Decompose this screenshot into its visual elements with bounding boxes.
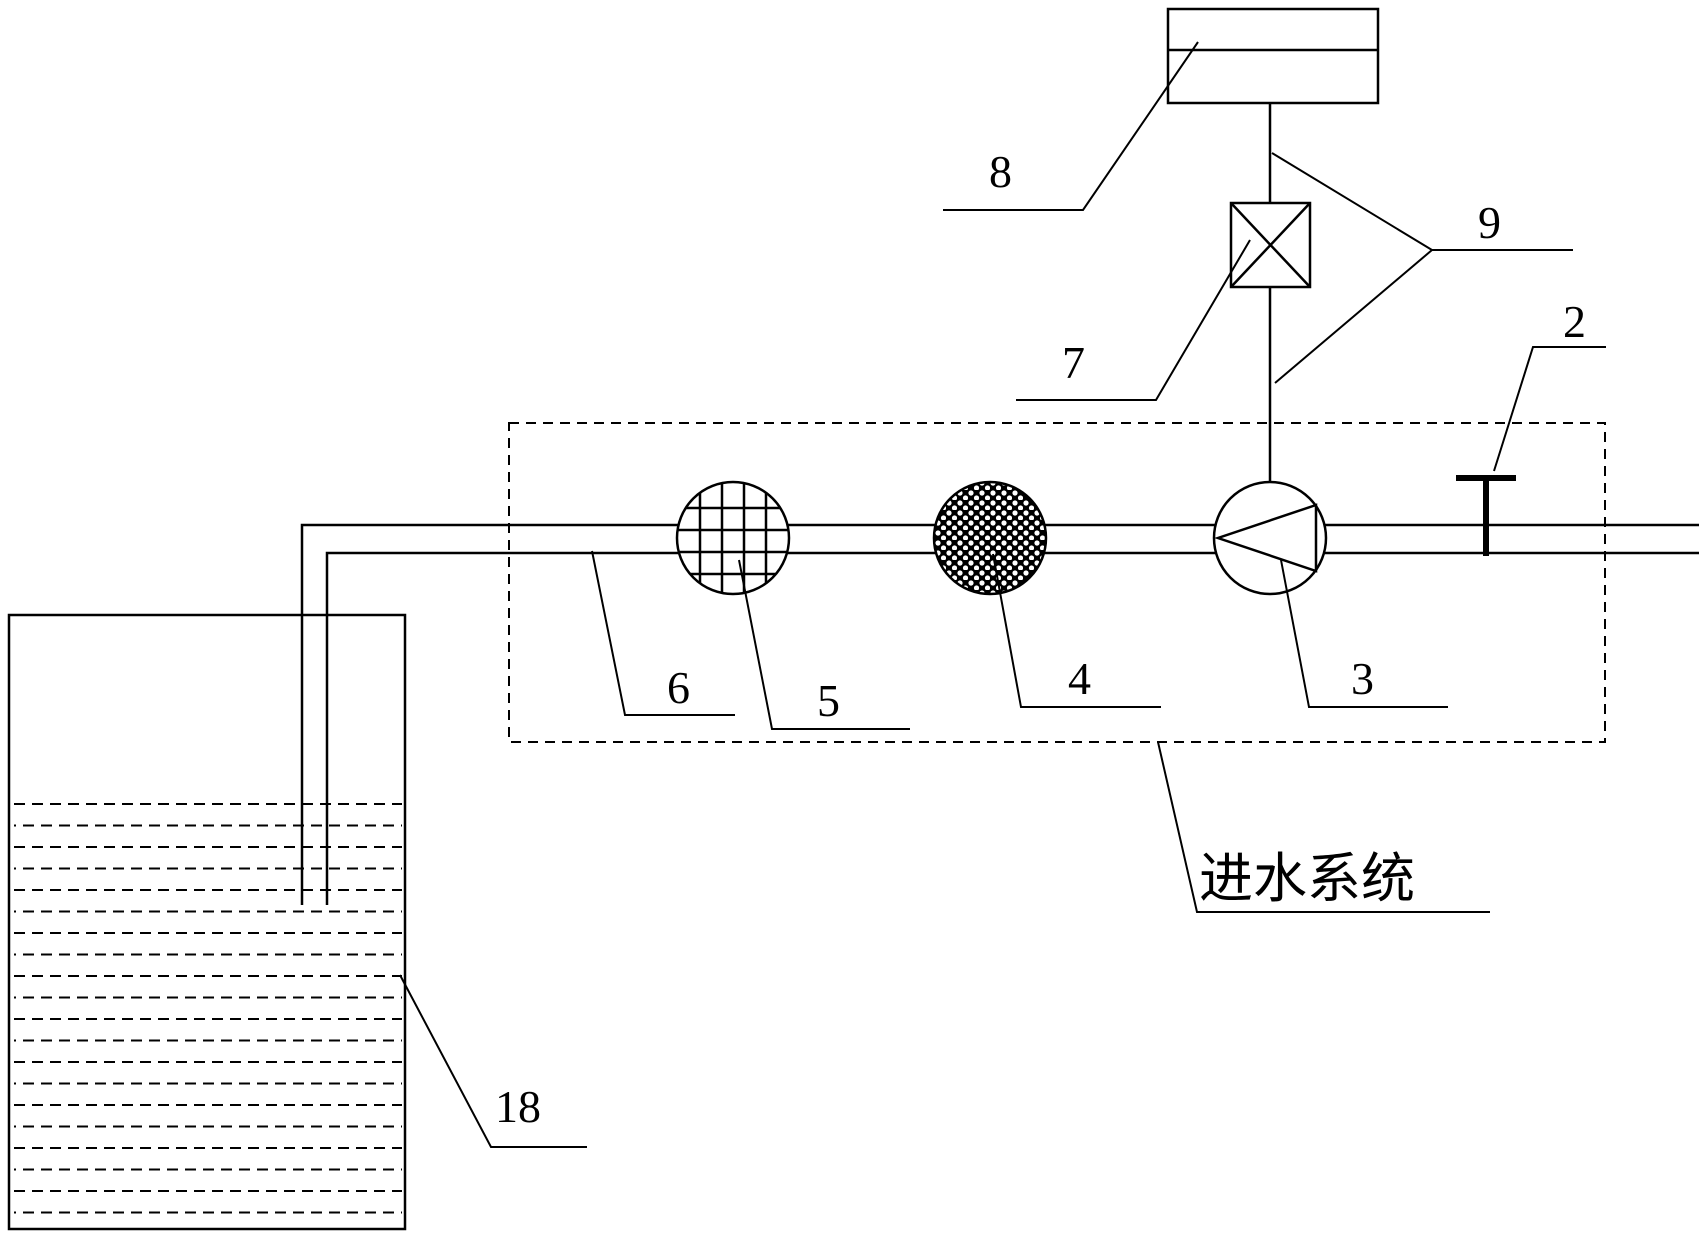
pump <box>1212 480 1328 596</box>
label-3: 3 <box>1351 653 1374 704</box>
label-5: 5 <box>817 675 840 726</box>
mesh-filter <box>932 480 1048 596</box>
intake-system-caption: 进水系统 <box>1199 847 1415 910</box>
top-box-unit <box>1166 7 1380 105</box>
label-7: 7 <box>1062 337 1085 388</box>
label-2: 2 <box>1563 296 1586 347</box>
grid-filter <box>675 480 791 596</box>
water-surface-hatching <box>14 803 402 1214</box>
water-tank <box>7 613 407 1231</box>
label-6: 6 <box>667 662 690 713</box>
label-18: 18 <box>495 1081 541 1132</box>
crossed-square-unit <box>1229 201 1312 289</box>
label-9: 9 <box>1478 197 1501 248</box>
gate-valve <box>1456 475 1516 556</box>
label-8: 8 <box>989 146 1012 197</box>
intake-system-boundary <box>508 422 1606 743</box>
label-4: 4 <box>1068 653 1091 704</box>
leader-lines <box>399 41 1606 1148</box>
